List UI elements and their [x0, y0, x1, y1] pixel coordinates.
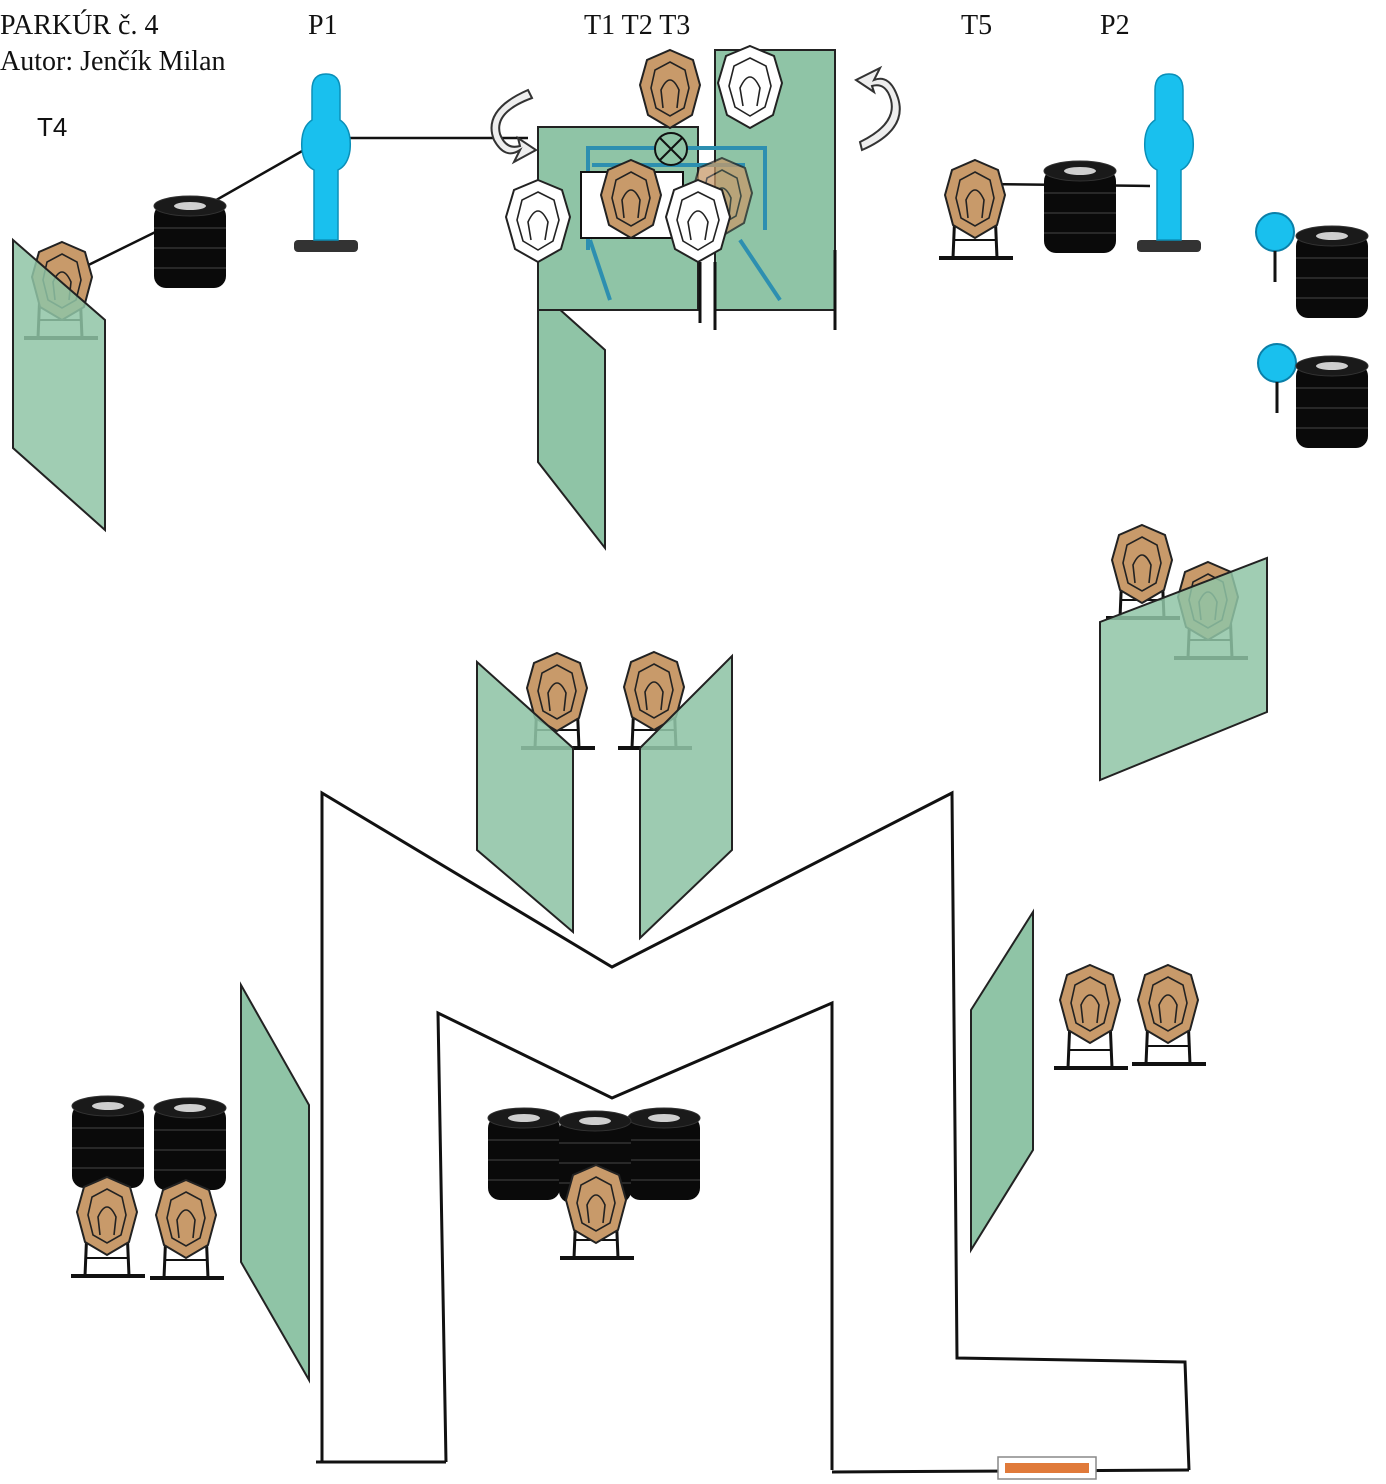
- swing-arrow-icon-left: [490, 88, 538, 165]
- start-position-icon: [997, 1456, 1097, 1480]
- t2-no-shoot-target-icon: [717, 45, 783, 129]
- right-tire-barrel-icon-2: [1295, 355, 1369, 449]
- t1-steel-target-icon: [639, 49, 701, 129]
- lower-right-steel-target-icon-2: [1130, 964, 1208, 1066]
- right-mid-barrier-wall-icon: [1099, 556, 1268, 782]
- t2-paper-target-icon: [665, 179, 731, 263]
- lower-left-tire-barrel-icon-2: [153, 1097, 227, 1191]
- t5-steel-target-icon: [937, 159, 1015, 260]
- t4-tire-barrel-icon: [153, 195, 227, 289]
- stage-author: Autor: Jenčík Milan: [0, 46, 226, 77]
- center-barrier-wall-icon: [537, 287, 606, 551]
- t3-steel-target-icon: [600, 159, 662, 239]
- p2-popper-icon: [1136, 73, 1202, 253]
- swing-arrow-icon-right: [854, 65, 901, 152]
- label-t4: T4: [37, 112, 68, 142]
- right-tire-barrel-icon-1: [1295, 225, 1369, 319]
- label-t1-t2-t3: T1 T2 T3: [584, 10, 691, 41]
- p1-popper-icon: [293, 73, 359, 253]
- lower-left-barrier-wall-icon: [240, 981, 310, 1384]
- center-v-wall-left: [476, 659, 574, 935]
- label-p2: P2: [1100, 10, 1130, 41]
- lower-right-steel-target-icon-1: [1052, 964, 1130, 1070]
- mini-popper-icon-1: [1254, 211, 1296, 284]
- lower-center-tire-barrel-icon-1: [487, 1107, 561, 1201]
- center-v-wall-right: [639, 653, 733, 941]
- t5-tire-barrel-icon: [1043, 160, 1117, 254]
- t4-barrier-wall-icon: [12, 237, 106, 533]
- swinger-activator-icon: [654, 132, 688, 166]
- label-t5: T5: [961, 10, 993, 41]
- lower-center-tire-barrel-icon-2: [627, 1107, 701, 1201]
- mini-popper-icon-2: [1256, 342, 1298, 415]
- t1-no-shoot-target-icon: [505, 179, 571, 263]
- stage-title: PARKÚR č. 4: [0, 10, 159, 41]
- lower-right-barrier-wall-icon: [970, 908, 1034, 1254]
- lower-left-steel-target-icon-1: [69, 1176, 147, 1278]
- lower-left-steel-target-icon-2: [148, 1179, 226, 1280]
- label-p1: P1: [308, 10, 338, 41]
- lower-left-tire-barrel-icon-1: [71, 1095, 145, 1189]
- course-boundary: [316, 790, 1191, 1474]
